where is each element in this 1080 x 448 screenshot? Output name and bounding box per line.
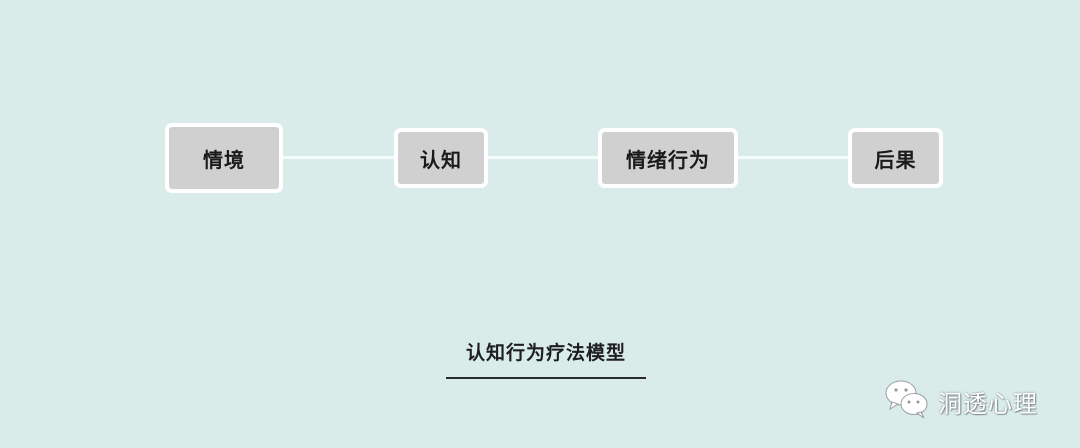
node-cognition: 认知 <box>394 128 488 188</box>
node-label: 情绪行为 <box>626 147 710 172</box>
node-situation: 情境 <box>165 123 283 193</box>
node-emotion-behavior: 情绪行为 <box>598 128 738 188</box>
node-label: 情境 <box>203 147 245 172</box>
connector-emotion-consequence <box>738 156 848 159</box>
wechat-icon <box>884 378 930 424</box>
watermark-text: 洞透心理 <box>938 389 1038 418</box>
diagram-caption: 认知行为疗法模型 <box>465 342 626 364</box>
caption-underline <box>446 377 646 379</box>
node-consequence: 后果 <box>848 128 943 188</box>
node-label: 认知 <box>420 147 462 172</box>
connector-situation-cognition <box>283 156 394 159</box>
watermark: 洞透心理 <box>884 378 1038 424</box>
connector-cognition-emotion <box>488 156 598 159</box>
node-label: 后果 <box>874 147 917 172</box>
